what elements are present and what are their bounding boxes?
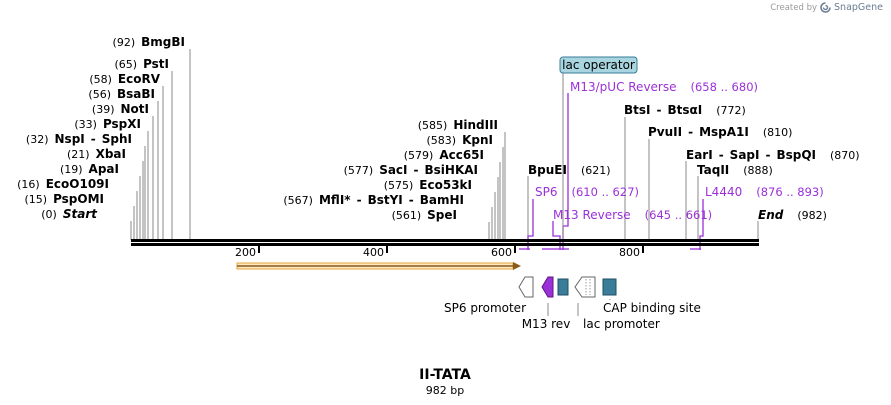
map-length: 982 bp (426, 384, 464, 397)
site-label[interactable]: (561)SpeI (392, 208, 457, 222)
site-label[interactable]: (0)Start (41, 207, 98, 221)
m13-rev-arrow-icon[interactable] (541, 276, 554, 298)
lac-operator-badge[interactable]: lac operator (559, 56, 638, 74)
primer-label[interactable]: SP6(610 .. 627) (535, 185, 639, 199)
site-label[interactable]: (19)ApaI (60, 162, 119, 176)
site-label[interactable]: (567)MflI*-BstYI-BamHI (283, 193, 464, 207)
dna-backbone (131, 239, 759, 246)
site-label[interactable]: BpuEI(621) (528, 163, 611, 177)
primer-labels: M13/pUC Reverse(658 .. 680) SP6(610 .. 6… (535, 80, 824, 222)
cap-binding-site-label: CAP binding site (603, 301, 701, 315)
site-label[interactable]: (33)PspXI (74, 117, 141, 131)
lac-promoter-label: lac promoter (583, 317, 660, 331)
left-site-leaders (130, 49, 191, 240)
lac-operator-label: lac operator (562, 58, 635, 72)
site-label[interactable]: TaqII(888) (697, 163, 773, 177)
m13-rev-label: M13 rev (522, 317, 571, 331)
lac-operator-box[interactable] (557, 278, 569, 296)
middle-site-leaders (488, 132, 506, 240)
ruler: 200 400 600 800 (235, 245, 644, 259)
ruler-tick-label: 600 (491, 246, 512, 259)
primer-label[interactable]: M13 Reverse(645 .. 661) (553, 208, 712, 222)
cap-binding-site-box[interactable] (602, 278, 617, 296)
ruler-tick-label: 800 (619, 246, 640, 259)
right-site-leaders (527, 117, 759, 240)
ruler-tick-label: 200 (235, 246, 256, 259)
site-label[interactable]: (583)KpnI (427, 133, 494, 147)
sp6-promoter-label: SP6 promoter (444, 301, 526, 315)
site-label[interactable]: (21)XbaI (67, 147, 126, 161)
site-label[interactable]: (579)Acc65I (404, 148, 484, 162)
orf-arrow[interactable] (236, 262, 521, 270)
middle-site-labels: (585)HindIII (583)KpnI (579)Acc65I (577)… (283, 118, 498, 222)
credit-brand: SnapGene (834, 2, 883, 13)
site-label[interactable]: (15)PspOMI (24, 192, 104, 206)
site-label[interactable]: (39)NotI (92, 102, 149, 116)
features (518, 276, 617, 298)
site-label[interactable]: (65)PstI (114, 57, 169, 71)
site-label[interactable]: (585)HindIII (418, 118, 498, 132)
site-label[interactable]: (58)EcoRV (89, 72, 160, 86)
site-label[interactable]: (16)EcoO109I (17, 177, 109, 191)
map-title: II-TATA (419, 367, 471, 383)
left-site-labels: (92)BmgBI (65)PstI (58)EcoRV (56)BsaBI (… (17, 35, 185, 221)
site-label[interactable]: (92)BmgBI (113, 35, 185, 49)
site-label[interactable]: (32)NspI-SphI (26, 132, 132, 146)
site-label[interactable]: End(982) (758, 208, 827, 222)
site-label[interactable]: PvuII-MspA1I(810) (648, 125, 792, 139)
lac-promoter-arrow-icon[interactable] (574, 276, 596, 298)
credit: Created by SnapGene (770, 2, 883, 13)
site-label[interactable]: (577)SacI-BsiHKAI (344, 163, 478, 177)
site-label[interactable]: (575)Eco53kI (384, 178, 472, 192)
site-label[interactable]: BtsI-BtsαI(772) (624, 103, 746, 117)
primer-label[interactable]: M13/pUC Reverse(658 .. 680) (570, 80, 758, 94)
site-label[interactable]: (56)BsaBI (88, 87, 155, 101)
right-site-labels: BpuEI(621) BtsI-BtsαI(772) PvuII-MspA1I(… (528, 103, 860, 222)
primer-label[interactable]: L4440(876 .. 893) (705, 185, 824, 199)
site-label[interactable]: EarI-SapI-BspQI(870) (686, 148, 860, 162)
snapgene-logo-icon (820, 2, 831, 13)
credit-prefix: Created by (770, 2, 818, 13)
ruler-tick-label: 400 (363, 246, 384, 259)
feature-leaders (547, 299, 611, 316)
sp6-promoter-arrow-icon[interactable] (518, 276, 534, 298)
